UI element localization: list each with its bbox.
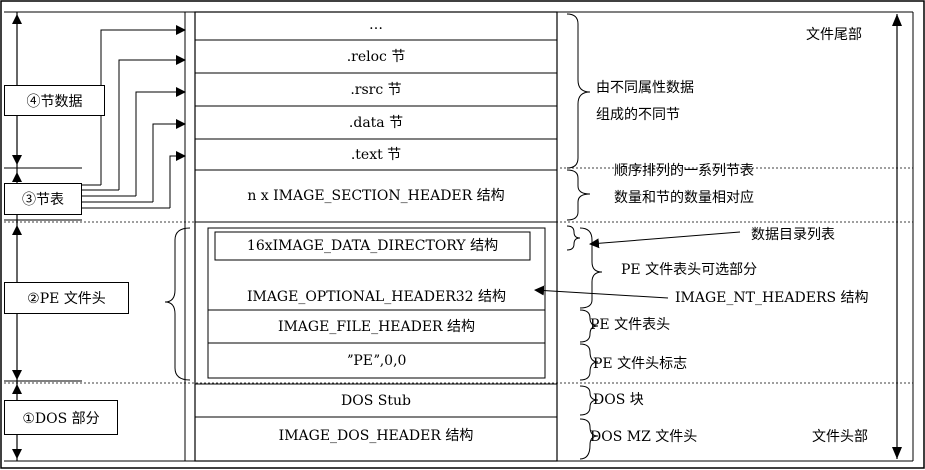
arrow-to-data [152, 119, 186, 202]
nt-headers-arrow [534, 285, 669, 299]
row-file-header: IMAGE_FILE_HEADER 结构 [277, 319, 476, 335]
arrow-to-text [169, 151, 186, 208]
note-dos-mz: DOS MZ 文件头 [590, 429, 698, 445]
label-pe-header: ②PE 文件头 [4, 282, 129, 314]
row-rsrc: .rsrc 节 [350, 82, 402, 98]
note-nt-headers: IMAGE_NT_HEADERS 结构 [675, 290, 869, 306]
note-file-header: PE 文件表头 [590, 317, 671, 333]
row-dos-stub: DOS Stub [341, 393, 411, 409]
row-data-directory: 16xIMAGE_DATA_DIRECTORY 结构 [246, 238, 499, 254]
note-optional-part: PE 文件表头可选部分 [621, 262, 758, 278]
note-data-dir-list: 数据目录列表 [751, 227, 835, 243]
arrow-to-rsrc [118, 55, 186, 190]
arrow-to-rsrc2 [135, 87, 186, 196]
row-ellipsis: … [369, 17, 383, 33]
row-data: .data 节 [348, 115, 404, 131]
pe-header-box [207, 227, 546, 379]
note-file-head: 文件头部 [812, 429, 868, 445]
row-pe-signature: ˮPEˮ,0,0 [346, 353, 407, 369]
note-file-end: 文件尾部 [806, 27, 862, 43]
arrow-to-reloc [100, 25, 186, 185]
note-dos-block: DOS 块 [593, 392, 644, 408]
central-stack [194, 11, 558, 462]
data-dir-arrow [589, 231, 741, 249]
row-dos-header: IMAGE_DOS_HEADER 结构 [278, 428, 474, 444]
note-table-line1: 顺序排列的一系列节表 [614, 163, 754, 179]
note-table-line2: 数量和节的数量相对应 [614, 190, 754, 206]
note-sections-line1: 由不同属性数据 [596, 80, 694, 96]
row-section-header: n x IMAGE_SECTION_HEADER 结构 [247, 188, 505, 204]
label-section-table: ③节表 [4, 183, 82, 215]
label-dos-part: ①DOS 部分 [4, 400, 118, 435]
row-optional-header: IMAGE_OPTIONAL_HEADER32 结构 [246, 289, 507, 305]
note-pe-flag: PE 文件头标志 [593, 356, 688, 372]
note-sections-line2: 组成的不同节 [596, 107, 680, 123]
label-section-data: ④节数据 [4, 85, 105, 116]
row-reloc: .reloc 节 [346, 49, 406, 65]
row-text: .text 节 [350, 147, 402, 163]
data-directory-box [214, 231, 531, 261]
